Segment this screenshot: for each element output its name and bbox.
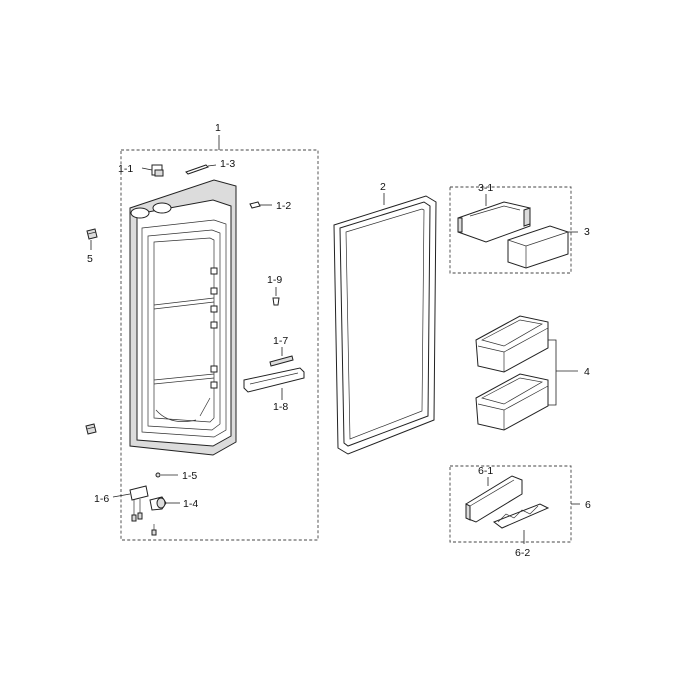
group-1-boundary bbox=[120, 149, 319, 541]
part-1-3 bbox=[185, 164, 209, 175]
label-1-1: 1-1 bbox=[118, 163, 133, 175]
part-1-1 bbox=[151, 164, 164, 177]
part-1-8 bbox=[243, 367, 305, 393]
label-2: 2 bbox=[380, 181, 386, 193]
label-6: 6 bbox=[585, 499, 591, 511]
part-1-6 bbox=[129, 485, 157, 536]
label-1-8: 1-8 bbox=[273, 401, 288, 413]
part-1-4 bbox=[149, 496, 167, 511]
part-1-5 bbox=[155, 472, 161, 478]
door-bin-lower bbox=[475, 373, 549, 431]
part-6-2-rail bbox=[492, 503, 550, 529]
label-4: 4 bbox=[584, 366, 590, 378]
label-3: 3 bbox=[584, 226, 590, 238]
part-1-7 bbox=[269, 355, 294, 367]
label-1-7: 1-7 bbox=[273, 335, 288, 347]
label-1-6: 1-6 bbox=[94, 493, 109, 505]
part-1-2 bbox=[249, 201, 261, 209]
group-3-boundary bbox=[449, 186, 572, 274]
label-1-3: 1-3 bbox=[220, 158, 235, 170]
part-6-1-holder bbox=[465, 475, 523, 523]
door-bin-upper bbox=[475, 315, 549, 373]
label-6-2: 6-2 bbox=[515, 547, 530, 559]
label-1: 1 bbox=[215, 122, 221, 134]
part-5-screw-top bbox=[86, 228, 98, 240]
label-6-1: 6-1 bbox=[478, 465, 493, 477]
part-5-screw-bottom bbox=[85, 423, 97, 435]
part-3-1-bracket bbox=[457, 201, 531, 243]
label-1-5: 1-5 bbox=[182, 470, 197, 482]
part-3-cover bbox=[507, 225, 569, 269]
label-3-1: 3-1 bbox=[478, 182, 493, 194]
label-1-9: 1-9 bbox=[267, 274, 282, 286]
label-1-4: 1-4 bbox=[183, 498, 198, 510]
label-5: 5 bbox=[87, 253, 93, 265]
door-panel bbox=[129, 179, 237, 456]
part-1-9 bbox=[272, 297, 280, 306]
label-1-2: 1-2 bbox=[276, 200, 291, 212]
door-gasket bbox=[333, 195, 437, 455]
